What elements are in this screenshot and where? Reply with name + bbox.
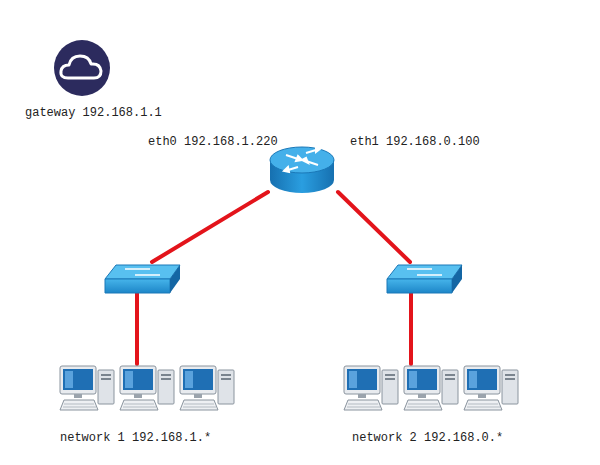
cloud-icon — [54, 40, 110, 96]
switch-icon — [105, 265, 180, 293]
network-cable — [137, 192, 411, 364]
gateway-label: gateway 192.168.1.1 — [25, 106, 162, 120]
router-icon — [270, 147, 334, 193]
computer-icon — [60, 366, 518, 410]
interface-label: eth0 192.168.1.220 — [148, 135, 278, 149]
network-label: network 1 192.168.1.* — [60, 431, 211, 445]
interface-label: eth1 192.168.0.100 — [350, 135, 480, 149]
network-label: network 2 192.168.0.* — [352, 431, 503, 445]
switch-icon — [387, 265, 462, 293]
